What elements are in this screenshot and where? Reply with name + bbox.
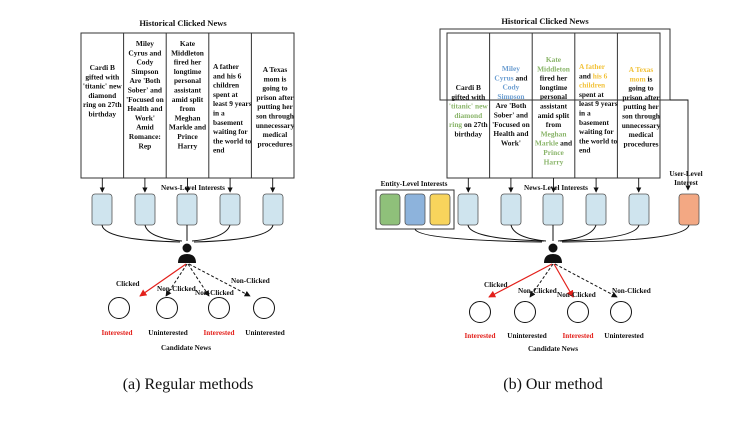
edge-label-non-clicked: Non-Clicked xyxy=(557,291,596,299)
edge-label-non-clicked: Non-Clicked xyxy=(518,287,557,295)
news-interest-box xyxy=(500,193,522,226)
news-interest-box xyxy=(176,193,198,226)
left-candidate-nodes xyxy=(108,297,275,319)
user-icon xyxy=(544,243,562,263)
candidate-node xyxy=(469,301,491,323)
candidate-node xyxy=(253,297,275,319)
caption-a: (a) Regular methods xyxy=(123,376,254,393)
right-candidate-label: Candidate News xyxy=(528,345,578,353)
candidate-node xyxy=(156,297,178,319)
state-interested: Interested xyxy=(464,332,495,340)
state-uninterested: Uninterested xyxy=(507,332,546,340)
state-uninterested: Uninterested xyxy=(148,329,187,337)
state-interested: Interested xyxy=(101,329,132,337)
right-candidate-nodes xyxy=(469,301,632,323)
state-uninterested: Uninterested xyxy=(604,332,643,340)
state-interested: Interested xyxy=(203,329,234,337)
state-uninterested: Uninterested xyxy=(245,329,284,337)
edge-label-non-clicked: Non-Clicked xyxy=(231,277,270,285)
candidate-node xyxy=(108,297,130,319)
left-news-level-label: News-Level Interests xyxy=(161,184,225,192)
left-news-arrows xyxy=(99,178,276,193)
news-interest-box xyxy=(219,193,241,226)
entity-level-label: Entity-Level Interests xyxy=(381,180,448,188)
entity-interest-green xyxy=(379,193,401,226)
left-candidate-label: Candidate News xyxy=(161,344,211,352)
news-interest-box xyxy=(457,193,479,226)
news-interest-box xyxy=(91,193,113,226)
entity-level-interests xyxy=(375,189,455,230)
right-title: Historical Clicked News xyxy=(501,16,589,26)
right-news-arrows xyxy=(465,178,642,193)
candidate-node xyxy=(567,301,589,323)
news-interest-box xyxy=(585,193,607,226)
entity-interest-blue xyxy=(404,193,426,226)
edge-label-clicked: Clicked xyxy=(484,281,508,289)
user-level-interest-box xyxy=(678,193,700,226)
right-outer-frame xyxy=(439,28,671,101)
candidate-node xyxy=(208,297,230,319)
user-level-label-2: Interest xyxy=(674,179,698,187)
candidate-node xyxy=(610,301,632,323)
caption-b: (b) Our method xyxy=(503,376,603,393)
news-interest-box xyxy=(542,193,564,226)
user-icon xyxy=(178,243,196,263)
user-level-arrow xyxy=(670,99,691,191)
right-aggregation-curves xyxy=(414,224,690,243)
right-news-level-interests xyxy=(457,193,650,226)
edge-label-non-clicked: Non-Clicked xyxy=(157,285,196,293)
left-candidate-edges xyxy=(139,263,251,297)
news-interest-box xyxy=(628,193,650,226)
news-interest-box xyxy=(134,193,156,226)
right-candidate-edges xyxy=(488,263,618,298)
left-news-level-interests xyxy=(91,193,284,226)
left-aggregation-curves xyxy=(101,224,274,243)
right-news-level-label: News-Level Interests xyxy=(524,184,588,192)
entity-interest-yellow xyxy=(429,193,451,226)
candidate-node xyxy=(514,301,536,323)
edge-label-non-clicked: Non-Clicked xyxy=(612,287,651,295)
user-level-label-1: User-Level xyxy=(669,170,702,178)
edge-label-non-clicked: Non-Clicked xyxy=(195,289,234,297)
left-title: Historical Clicked News xyxy=(139,18,227,28)
news-interest-box xyxy=(262,193,284,226)
edge-label-clicked: Clicked xyxy=(116,280,140,288)
state-interested: Interested xyxy=(562,332,593,340)
